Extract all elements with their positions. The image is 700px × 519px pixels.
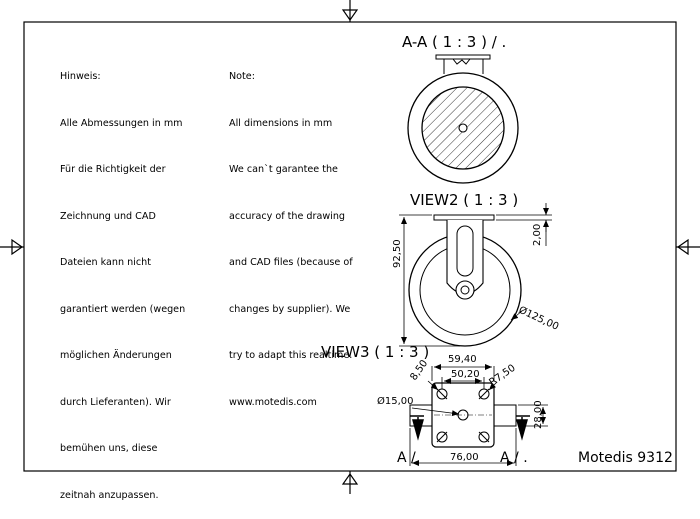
dim-plate-length: 76,00 [450,452,479,463]
view2-side-view: VIEW2 ( 1 : 3 ) 92,50 2,00 Ø125,00 [392,191,561,347]
dim-hole-offset: 8,50 [408,358,430,383]
note-english-line: All dimensions in mm [229,117,333,129]
dim-center-hole: Ø15,00 [377,395,414,407]
note-german-line: möglichen Änderungen [60,350,172,361]
dim-plate-depth: 28,00 [533,400,544,429]
dim-inner-width: 50,20 [451,369,480,380]
note-german-line: Zeichnung und CAD [60,210,156,222]
note-english-line: accuracy of the drawing [229,210,346,222]
note-german: Hinweis: Alle Abmessungen in mm Für die … [60,38,185,519]
section-marker-right: A / . [500,450,528,466]
view3-top-view: VIEW3 ( 1 : 3 ) 59,40 50,20 8,50 R7,50 [321,343,548,466]
dim-height: 92,50 [392,239,403,268]
section-view-title: A-A ( 1 : 3 ) / . [402,33,506,51]
note-german-line: Dateien kann nicht [60,257,151,268]
dim-corner-radius: R7,50 [487,363,517,389]
note-german-line: garantiert werden (wegen [60,303,186,315]
dim-outer-width: 59,40 [448,354,477,365]
view3-title: VIEW3 ( 1 : 3 ) [321,343,429,361]
note-english-link[interactable]: www.motedis.com [229,396,317,408]
title-block-product: Motedis 9312 [578,450,673,466]
note-english-line: We can`t garantee the [229,164,338,175]
note-german-heading: Hinweis: [60,71,101,82]
note-german-line: Für die Richtigkeit der [60,164,166,175]
note-english-line: try to adapt this realtime. [229,350,353,361]
frame-center-marks [0,0,700,494]
note-german-line: zeitnah anzupassen. [60,489,159,501]
note-german-line: bemühen uns, diese [60,443,158,454]
note-german-line: durch Lieferanten). Wir [60,396,171,408]
dim-plate-thickness: 2,00 [532,224,543,246]
note-english-line: and CAD files (because of [229,257,353,268]
section-marker-left: A / [397,450,416,466]
note-german-line: Alle Abmessungen in mm [60,117,183,129]
view2-title: VIEW2 ( 1 : 3 ) [410,191,518,209]
dim-wheel-diameter: Ø125,00 [517,304,561,333]
note-english: Note: All dimensions in mm We can`t gara… [229,38,353,426]
note-english-heading: Note: [229,71,255,82]
technical-drawing-sheet: A-A ( 1 : 3 ) / . VIEW2 ( 1 : 3 ) 92,50 … [0,0,700,494]
note-english-line: changes by supplier). We [229,303,351,315]
section-view-a-a: A-A ( 1 : 3 ) / . [402,33,519,184]
